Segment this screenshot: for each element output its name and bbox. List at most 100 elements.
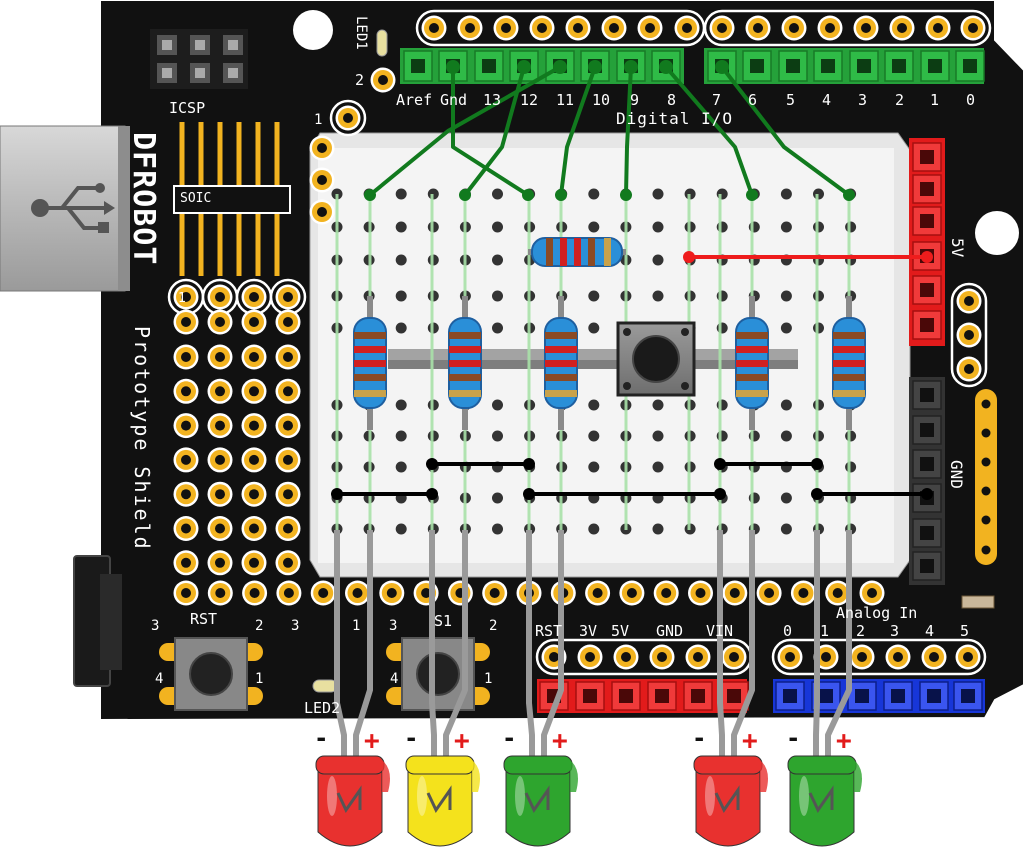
bb-hole bbox=[652, 290, 664, 302]
gnd-label: GND bbox=[947, 460, 966, 489]
board-name: Prototype Shield bbox=[130, 326, 154, 551]
pad bbox=[173, 378, 199, 404]
pad bbox=[275, 413, 301, 439]
pad bbox=[955, 644, 981, 670]
wire-pin11 bbox=[368, 65, 562, 197]
header-socket bbox=[509, 50, 539, 82]
pad bbox=[275, 309, 301, 335]
led-green: -+ bbox=[502, 530, 578, 847]
analog-pin-label: 4 bbox=[925, 622, 934, 640]
wire-end bbox=[364, 189, 376, 201]
pad bbox=[309, 167, 335, 193]
soic-label: SOIC bbox=[180, 191, 211, 206]
led-icon bbox=[695, 767, 761, 847]
pad bbox=[956, 288, 982, 314]
led-lead bbox=[731, 530, 755, 762]
digital-pin-label: 11 bbox=[556, 91, 574, 109]
led-yellow: -+ bbox=[404, 530, 480, 847]
pad bbox=[482, 580, 508, 606]
led-plus-label: + bbox=[364, 726, 380, 756]
pad bbox=[207, 378, 233, 404]
pad bbox=[173, 447, 199, 473]
wire-end bbox=[446, 60, 460, 74]
pad bbox=[207, 516, 233, 541]
digital-pin-label: 12 bbox=[520, 91, 538, 109]
pad bbox=[309, 199, 335, 225]
bb-hole bbox=[395, 461, 407, 473]
soic-pad bbox=[179, 122, 185, 186]
bb-hole bbox=[652, 430, 664, 442]
bb-hole bbox=[716, 322, 728, 334]
pad bbox=[275, 378, 301, 404]
analog-pin-label: 2 bbox=[856, 622, 865, 640]
resistor bbox=[353, 296, 387, 430]
pad bbox=[275, 447, 301, 473]
led-minus-label: - bbox=[314, 724, 328, 752]
fivev-label: 5V bbox=[948, 238, 967, 258]
header-socket bbox=[912, 518, 942, 548]
wire-end bbox=[517, 60, 531, 74]
pad bbox=[309, 135, 335, 161]
smd-component bbox=[961, 595, 995, 609]
led-plus-label: + bbox=[454, 726, 470, 756]
pad bbox=[781, 15, 807, 41]
pad bbox=[241, 284, 267, 310]
components bbox=[353, 237, 866, 430]
led1-label: LED1 bbox=[353, 16, 369, 50]
pad bbox=[447, 580, 473, 606]
bb-hole bbox=[845, 461, 857, 473]
digital-pin-label: 3 bbox=[858, 91, 867, 109]
bb-hole bbox=[845, 430, 857, 442]
s1-pin-num: 1 bbox=[352, 618, 360, 634]
pad bbox=[275, 344, 301, 370]
s1-pin-num: 1 bbox=[484, 671, 492, 687]
digital-pin-label: 5 bbox=[786, 91, 795, 109]
pad bbox=[345, 580, 370, 606]
soic-outline bbox=[173, 185, 291, 214]
bb-hole bbox=[492, 188, 503, 200]
power-pin-label: VIN bbox=[706, 622, 733, 640]
pad bbox=[956, 356, 982, 382]
bb-hole bbox=[652, 461, 664, 473]
bb-hole bbox=[395, 523, 407, 535]
pad bbox=[207, 284, 233, 310]
bb-hole bbox=[780, 322, 792, 334]
resistor bbox=[544, 296, 578, 430]
wire-end bbox=[588, 60, 602, 74]
bb-hole bbox=[395, 430, 407, 442]
digital-pin-label: 10 bbox=[592, 91, 610, 109]
wire-end bbox=[715, 60, 729, 74]
pad bbox=[457, 15, 483, 41]
led-minus-label: - bbox=[692, 724, 706, 752]
led-minus-label: - bbox=[502, 724, 516, 752]
pad bbox=[207, 344, 233, 370]
digital-pin-label: 7 bbox=[712, 91, 721, 109]
pad bbox=[709, 15, 735, 41]
s1-label: S1 bbox=[434, 612, 452, 630]
leds: -+-+-+-+-+ bbox=[314, 530, 862, 847]
led-red: -+ bbox=[692, 530, 768, 847]
digital-headers bbox=[400, 9, 992, 84]
bb-hole bbox=[492, 221, 503, 233]
soic-pad bbox=[255, 212, 261, 276]
resistor bbox=[832, 296, 866, 430]
bb-hole bbox=[588, 461, 600, 473]
resistor bbox=[735, 296, 769, 430]
led-icon bbox=[505, 767, 571, 847]
bb-hole bbox=[588, 221, 600, 233]
wire-pin8 bbox=[664, 65, 754, 197]
labels: DFROBOT Prototype Shield ICSP SOIC LED1 … bbox=[126, 16, 967, 717]
resistor bbox=[528, 237, 626, 267]
reset-button bbox=[159, 637, 263, 711]
power-jack bbox=[73, 555, 122, 687]
pad bbox=[722, 580, 748, 606]
led1-smd bbox=[376, 29, 388, 57]
header-outline bbox=[771, 638, 987, 676]
pad bbox=[745, 15, 771, 41]
bb-hole bbox=[395, 399, 407, 411]
led-red: -+ bbox=[314, 530, 390, 847]
pad bbox=[817, 15, 843, 41]
bb-hole bbox=[716, 221, 728, 233]
led-lead bbox=[526, 530, 535, 762]
